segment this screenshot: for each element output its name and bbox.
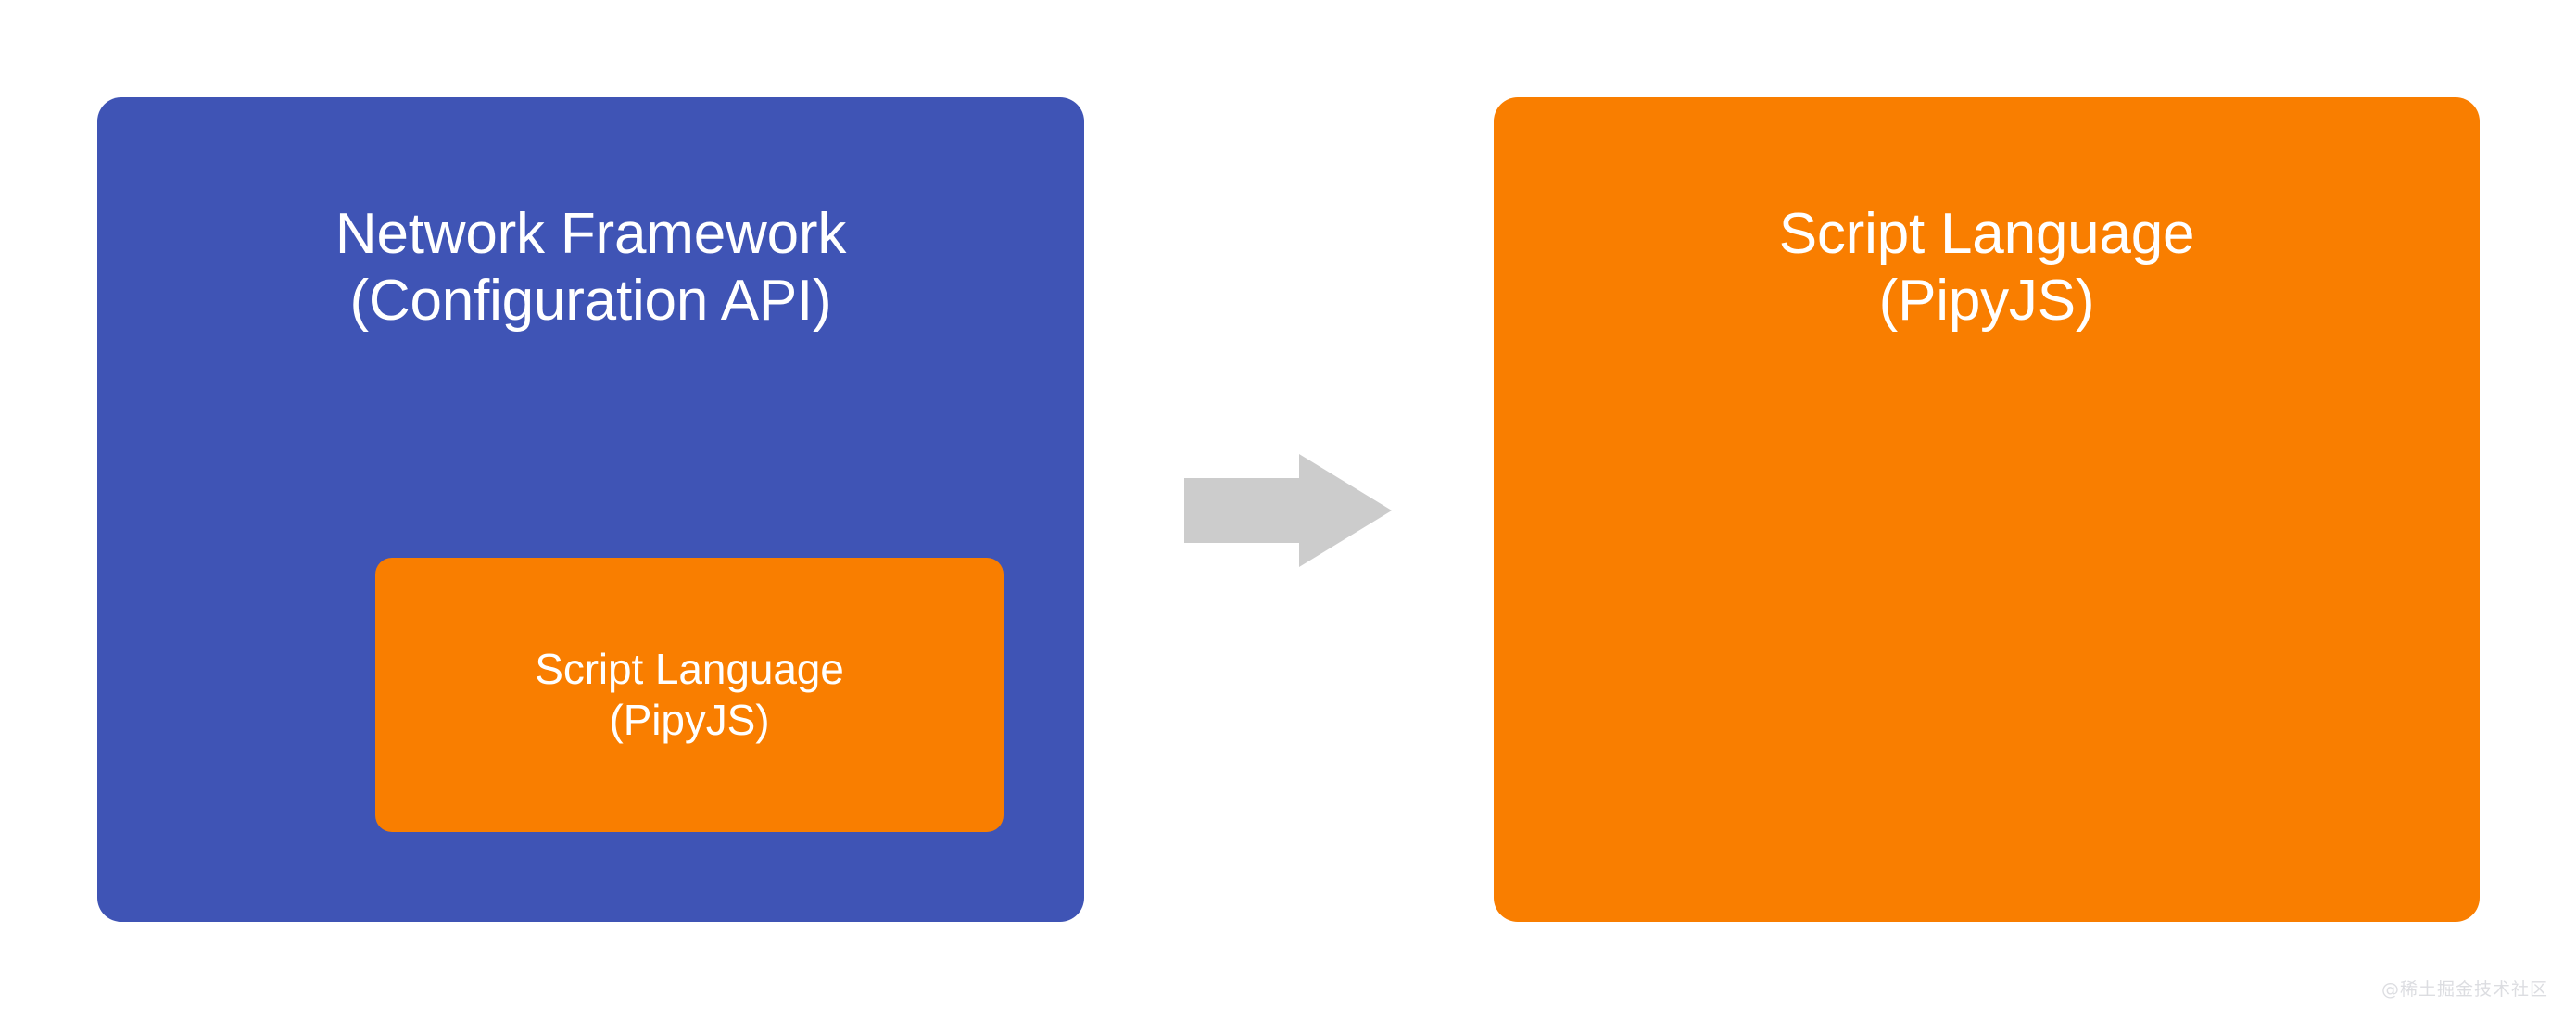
left-inner-box-script-language[interactable]: Script Language (PipyJS)	[375, 558, 1004, 832]
left-outer-box-network-framework[interactable]: Network Framework (Configuration API) Sc…	[97, 97, 1084, 922]
left-outer-box-label: Network Framework (Configuration API)	[335, 202, 847, 333]
arrow-right-icon	[1179, 448, 1397, 573]
watermark-text: @稀土掘金技术社区	[2380, 979, 2548, 1000]
right-outer-box-label: Script Language (PipyJS)	[1778, 202, 2195, 333]
left-inner-box-label: Script Language (PipyJS)	[535, 644, 844, 744]
right-outer-box-script-language[interactable]: Script Language (PipyJS) Network Framewo…	[1494, 97, 2480, 922]
